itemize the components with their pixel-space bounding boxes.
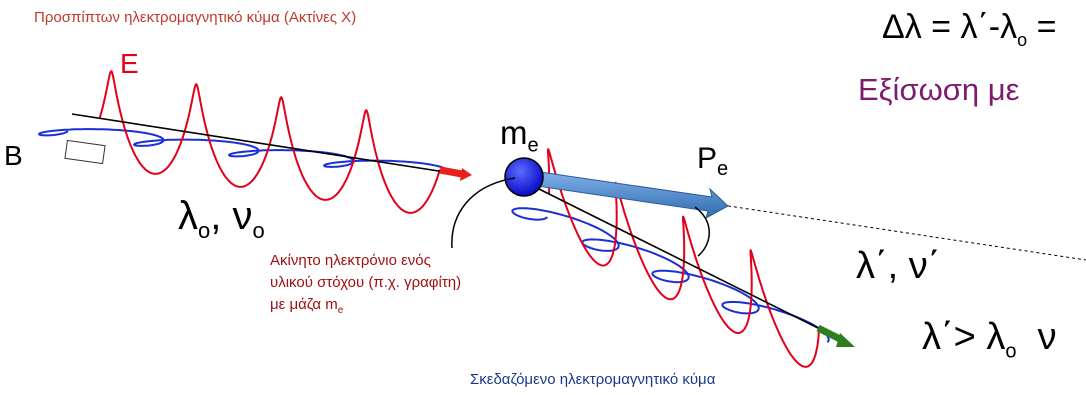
wavelength-shift-formula: Δλ = λ΄-λo = — [882, 10, 1056, 49]
electron-pointer-curve — [452, 178, 515, 248]
incident-electric-field-wave — [100, 71, 440, 213]
incident-wavelength-frequency-label: λo, νo — [178, 196, 265, 242]
scattered-magnetic-field-wave — [512, 208, 828, 342]
electron-description: Ακίνητο ηλεκτρόνιο ενός υλικού στόχου (π… — [270, 250, 530, 322]
wavelength-inequality: λ΄> λo ν — [922, 318, 1057, 362]
electron — [505, 158, 543, 196]
electron-mass-label: me — [500, 116, 539, 156]
scattered-wavelength-frequency-label: λ΄, ν΄ — [856, 247, 940, 285]
scattered-direction-arrow — [818, 328, 855, 347]
equation-heading: Εξίσωση με — [858, 74, 1019, 105]
electron-momentum-label: Pe — [697, 144, 728, 179]
incident-propagation-axis — [72, 114, 445, 172]
magnetic-field-label: B — [4, 142, 23, 170]
field-plane-marker — [65, 140, 105, 163]
incident-direction-arrow — [440, 168, 472, 181]
incident-wave-title: Προσπίπτων ηλεκτρομαγνητικό κύμα (Ακτίνε… — [34, 10, 356, 25]
electric-field-label: E — [120, 50, 139, 78]
scattered-wave-title: Σκεδαζόμενο ηλεκτρομαγνητικό κύμα — [470, 372, 715, 387]
incident-magnetic-field-wave — [39, 129, 448, 173]
incident-wave — [39, 71, 472, 213]
